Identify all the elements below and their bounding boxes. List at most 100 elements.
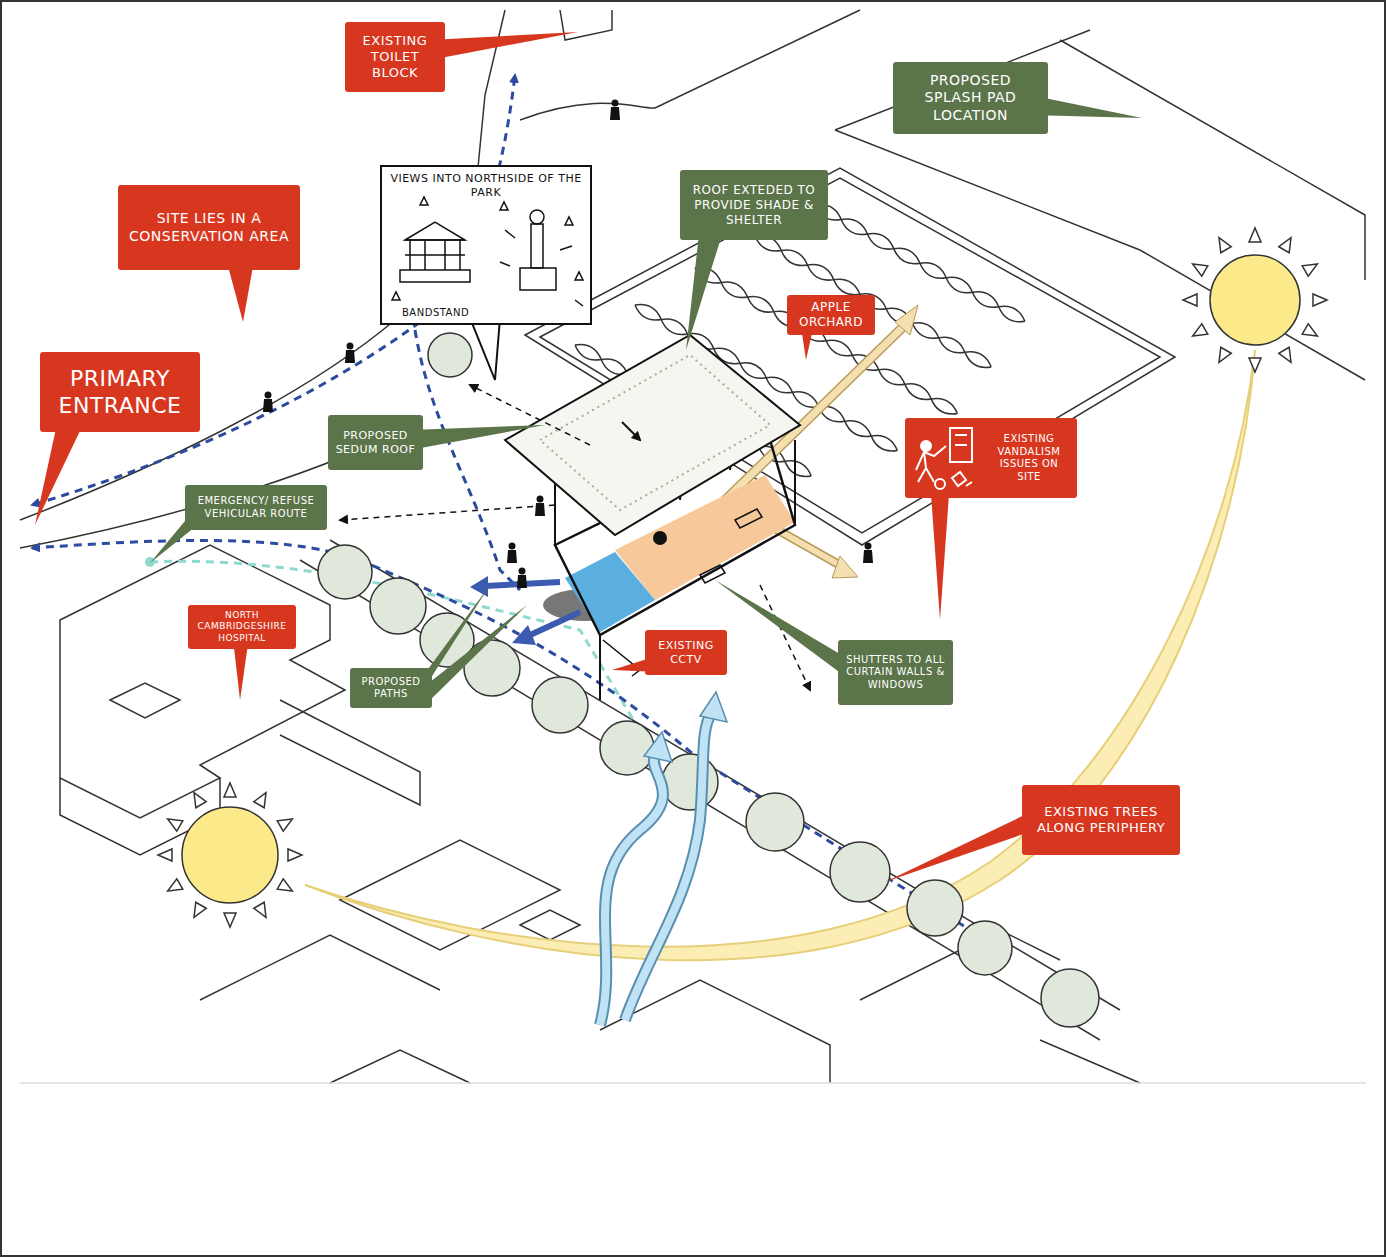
periphery-trees <box>1041 969 1099 1027</box>
pavilion <box>470 385 590 445</box>
sun <box>1183 294 1197 306</box>
wind-arrows <box>625 712 712 1020</box>
callout-text: EMERGENCY/ REFUSE VEHICULAR ROUTE <box>191 495 321 520</box>
ground-lines <box>835 130 1140 250</box>
people <box>863 543 873 564</box>
views-sketch <box>400 270 470 282</box>
sun <box>1183 228 1327 372</box>
periphery-trees <box>318 333 1099 1027</box>
callout-tails <box>885 810 1035 882</box>
ground-lines <box>340 840 560 950</box>
vandalism-icon <box>955 435 967 445</box>
wind-arrows <box>700 692 727 722</box>
views-sketch <box>500 230 583 306</box>
callout-text: PROPOSED SPLASH PAD LOCATION <box>901 72 1040 125</box>
vandalism-icon <box>950 428 972 462</box>
callout-text: VIEWS INTO NORTHSIDE OF THE PARK <box>386 172 586 200</box>
sun <box>1190 324 1208 341</box>
periphery-trees <box>907 880 963 936</box>
vandalism-icon <box>916 428 972 489</box>
callout-box: EXISTING CCTV <box>645 630 727 675</box>
pavilion <box>540 355 770 510</box>
views-sketch <box>520 268 556 290</box>
periphery-trees <box>830 842 890 902</box>
views-sketch <box>405 222 465 240</box>
sun <box>182 807 278 903</box>
callout-tails <box>686 225 725 350</box>
callout-text: SHUTTERS TO ALL CURTAIN WALLS & WINDOWS <box>844 654 947 692</box>
sun <box>1190 259 1208 276</box>
sun <box>224 783 236 797</box>
people <box>263 100 873 589</box>
people <box>263 392 273 413</box>
ground-lines <box>20 10 1366 1083</box>
callout-tails <box>430 32 578 60</box>
sun <box>1249 358 1261 372</box>
periphery-trees <box>600 721 654 775</box>
wind-arrows <box>600 752 663 1025</box>
pavilion <box>340 305 918 700</box>
views-sketch <box>392 197 583 300</box>
sun <box>158 849 172 861</box>
periphery-trees <box>428 333 472 377</box>
callout-box: APPLE ORCHARD <box>787 295 875 335</box>
people <box>610 100 620 121</box>
ground-lines <box>1040 1040 1140 1083</box>
ground-lines <box>560 10 612 40</box>
callout-box: NORTH CAMBRIDGESHIRE HOSPITAL <box>188 605 296 649</box>
ground-lines <box>20 1082 1366 1084</box>
ground-lines <box>60 545 345 818</box>
views-sketch <box>392 197 583 306</box>
sun <box>1302 259 1320 276</box>
callout-text: EXISTING VANDALISM ISSUES ON SITE <box>987 433 1071 483</box>
sun <box>158 783 302 927</box>
ground-lines <box>1140 250 1365 380</box>
callout-tails <box>930 480 950 620</box>
sun <box>1279 347 1296 365</box>
callout-text: EXISTING CCTV <box>651 639 721 667</box>
callout-box: PRIMARY ENTRANCE <box>40 352 200 432</box>
sun <box>189 790 206 808</box>
sun <box>254 790 271 808</box>
vandalism-icon <box>935 479 945 489</box>
views-sketch <box>380 165 592 380</box>
callout-text: PROPOSED PATHS <box>356 676 426 701</box>
dashed-routes <box>145 557 155 567</box>
pavilion <box>700 509 762 583</box>
vandalism-icon <box>921 441 931 451</box>
callout-box: EXISTING TREES ALONG PERIPHERY <box>1022 785 1180 855</box>
sun <box>277 879 295 896</box>
dashed-routes <box>32 322 420 505</box>
periphery-trees <box>532 677 588 733</box>
callout-box: PROPOSED SEDUM ROOF <box>328 415 423 470</box>
callout-box: SHUTTERS TO ALL CURTAIN WALLS & WINDOWS <box>838 640 953 705</box>
pavilion <box>512 625 536 645</box>
callout-box: EXISTING TOILET BLOCK <box>345 22 445 92</box>
sun <box>224 913 236 927</box>
periphery-trees <box>318 545 372 599</box>
sun <box>165 879 183 896</box>
callout-text: PROPOSED SEDUM ROOF <box>334 429 417 457</box>
callout-box: PROPOSED SPLASH PAD LOCATION <box>893 62 1048 134</box>
callout-text: PRIMARY ENTRANCE <box>50 365 190 420</box>
pavilion <box>528 612 580 636</box>
sun <box>1313 294 1327 306</box>
callout-box: SITE LIES IN A CONSERVATION AREA <box>118 185 300 270</box>
callout-tails <box>715 580 850 680</box>
people <box>345 343 355 364</box>
periphery-trees <box>370 578 426 634</box>
dashed-routes <box>32 75 1010 955</box>
periphery-trees <box>958 921 1012 975</box>
pavilion <box>895 305 918 335</box>
dashed-routes <box>32 540 360 560</box>
callout-subtext: BANDSTAND <box>402 307 469 320</box>
ground-lines <box>330 540 1120 1010</box>
ground-lines <box>520 910 580 940</box>
wind-arrows <box>600 692 727 1025</box>
views-sketch <box>531 224 543 268</box>
ground-lines <box>280 700 420 805</box>
callout-text: EXISTING TOILET BLOCK <box>353 33 437 82</box>
views-sketch <box>530 210 544 224</box>
